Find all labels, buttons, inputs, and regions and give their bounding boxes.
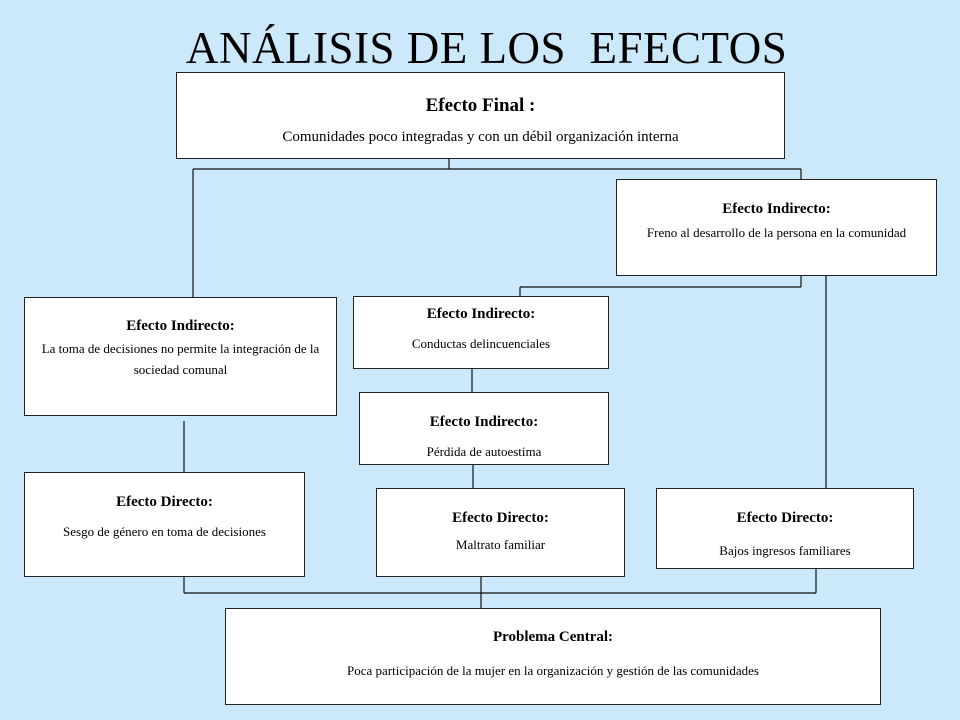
direct-effect-ingresos-text: Bajos ingresos familiares [719,543,851,558]
central-problem-text: Poca participación de la mujer en la org… [346,663,759,678]
page-title: ANÁLISIS DE LOS EFECTOS [186,23,788,73]
central-problem-box: Problema Central: Poca participación de … [225,608,881,705]
indirect-effect-conductas-heading: Efecto Indirecto: [426,306,536,322]
direct-effect-maltrato-box: Efecto Directo: Maltrato familiar [376,488,625,577]
final-effect-box: Efecto Final : Comunidades poco integrad… [176,72,785,159]
indirect-effect-autoestima-box: Efecto Indirecto: Pérdida de autoestima [359,392,609,465]
indirect-effect-conductas-text: Conductas delincuenciales [411,336,551,351]
final-effect-heading: Efecto Final : [425,95,536,116]
direct-effect-sesgo-text: Sesgo de género en toma de decisiones [63,524,266,539]
direct-effect-ingresos-heading: Efecto Directo: [736,510,834,526]
indirect-effect-autoestima-heading: Efecto Indirecto: [429,414,539,430]
final-effect-text: Comunidades poco integradas y con un déb… [282,129,679,145]
indirect-effect-autoestima-text: Pérdida de autoestima [426,444,542,459]
indirect-effect-decisiones-heading: Efecto Indirecto: [126,318,235,334]
direct-effect-sesgo-box: Efecto Directo: Sesgo de género en toma … [24,472,305,577]
indirect-effect-freno-heading: Efecto Indirecto: [722,201,831,217]
indirect-effect-decisiones-text: La toma de decisiones no permite la inte… [41,341,320,377]
indirect-effect-decisiones-box: Efecto Indirecto: La toma de decisiones … [24,297,337,416]
indirect-effect-freno-box: Efecto Indirecto: Freno al desarrollo de… [616,179,937,276]
central-problem-heading: Problema Central: [492,629,614,645]
direct-effect-sesgo-heading: Efecto Directo: [116,494,213,510]
indirect-effect-freno-text: Freno al desarrollo de la persona en la … [646,225,907,240]
indirect-effect-conductas-box: Efecto Indirecto: Conductas delincuencia… [353,296,609,369]
direct-effect-ingresos-box: Efecto Directo: Bajos ingresos familiare… [656,488,914,569]
direct-effect-maltrato-heading: Efecto Directo: [452,510,549,526]
direct-effect-maltrato-text: Maltrato familiar [455,537,546,552]
